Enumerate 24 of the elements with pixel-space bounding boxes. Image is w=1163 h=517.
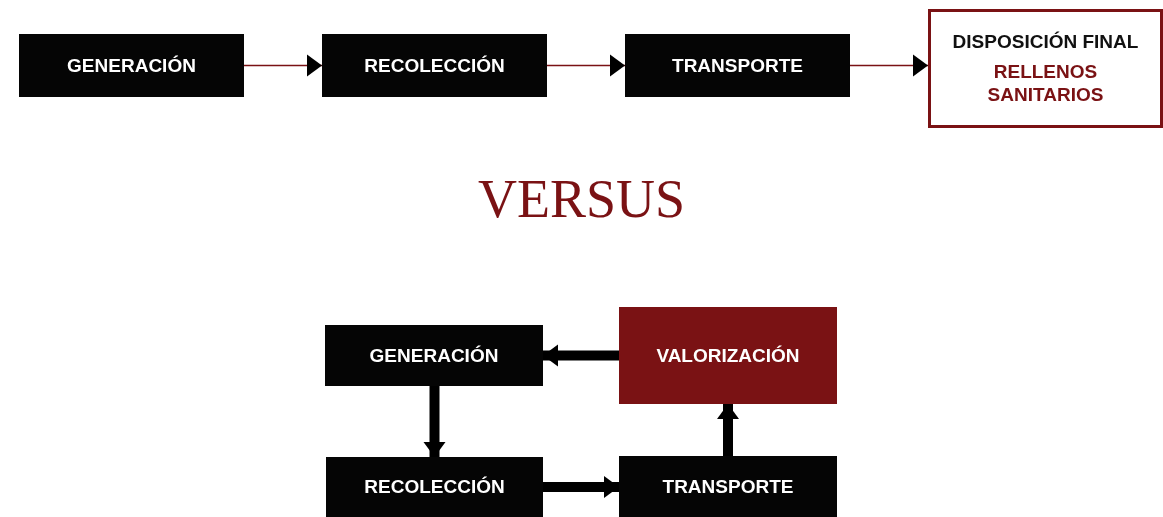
arrow bbox=[546, 54, 626, 77]
arrow bbox=[243, 54, 323, 77]
box-title: TRANSPORTE bbox=[662, 474, 794, 499]
heading-text: VERSUS bbox=[477, 168, 686, 230]
process-box bbox=[625, 34, 850, 97]
process-box bbox=[19, 34, 244, 97]
process-box bbox=[619, 307, 837, 404]
box-title: VALORIZACIÓN bbox=[656, 343, 800, 368]
process-box bbox=[619, 456, 837, 517]
arrow bbox=[543, 476, 619, 498]
outlined-box bbox=[928, 9, 1163, 128]
box-title: DISPOSICIÓN FINAL bbox=[952, 29, 1139, 54]
arrow bbox=[423, 386, 446, 457]
process-box bbox=[322, 34, 547, 97]
box-title: RECOLECCIÓN bbox=[364, 475, 505, 499]
process-box bbox=[325, 325, 543, 386]
box-title: RECOLECCIÓN bbox=[364, 53, 505, 78]
box-title: TRANSPORTE bbox=[672, 53, 803, 78]
arrow bbox=[543, 344, 619, 367]
box-title: GENERACIÓN bbox=[67, 53, 196, 78]
subtitle-text: RELLENOS SANITARIOS bbox=[986, 59, 1105, 108]
box-title: GENERACIÓN bbox=[369, 343, 499, 368]
arrow bbox=[849, 54, 929, 77]
process-box bbox=[326, 457, 543, 517]
